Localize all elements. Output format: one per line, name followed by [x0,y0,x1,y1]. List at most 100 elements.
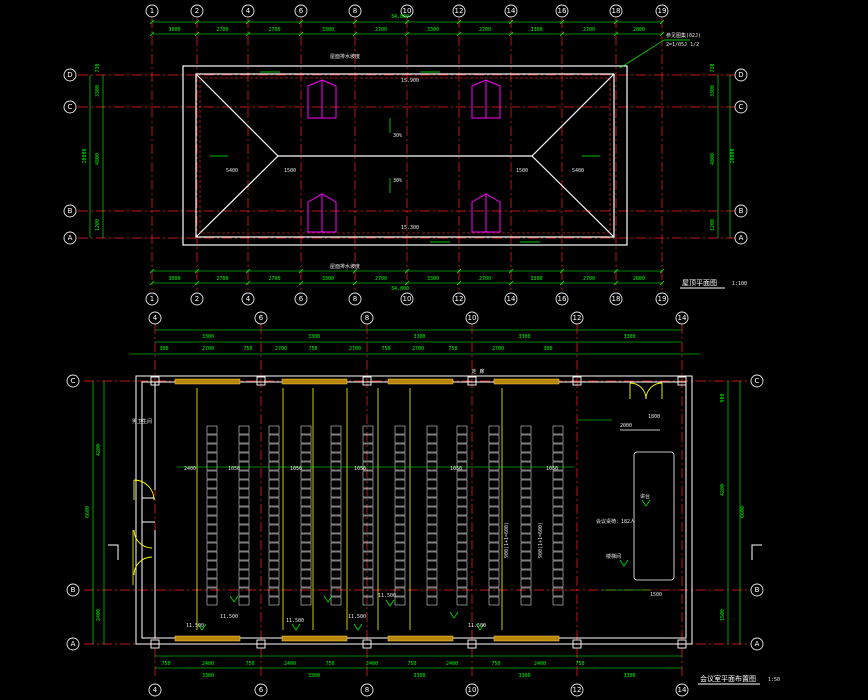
floor-left-seg-2: 2400 [96,609,102,621]
floor-seat [488,515,500,525]
floor-seat [520,569,532,579]
floor-seat [330,542,342,552]
floor-seat [520,434,532,444]
floor-left-total: 6600 [85,506,91,518]
roof-axis-bottom-8-label: 16 [558,295,567,303]
floor-seat [456,488,468,498]
floor-seat [330,470,342,480]
roof-eave-label-top: 屋面排水坡度 [330,53,360,60]
floor-seat [520,524,532,534]
floor-top-sub-6: 750 [381,346,390,352]
floor-seat [456,479,468,489]
roof-axis-top-4-circle [348,4,362,18]
roof-axis-top-8-label: 16 [558,7,567,15]
floor-seat [206,443,218,453]
floor-walls [135,375,693,645]
roof-axis-right-3-circle [734,231,748,245]
floor-seat [300,551,312,561]
floor-seat [268,515,280,525]
roof-top-seg-3: 3300 [322,27,334,33]
roof-detail-callout: 参见图集(02J) [666,32,701,39]
roof-bottom-seg-8: 2700 [583,276,595,282]
floor-seat [488,524,500,534]
floor-seat [520,506,532,516]
floor-seat [206,560,218,570]
roof-axis-top-4: 8 [348,4,362,18]
floor-seat [552,560,564,570]
roof-top-seg-5: 3300 [427,27,439,33]
floor-seat [552,506,564,516]
floor-seat [362,542,374,552]
roof-detail-ref: 2=1/05J 1/2 [666,42,699,48]
floor-axis-right-2-circle [750,637,764,651]
floor-seat [456,587,468,597]
floor-capacity: 会议桌椅：182人 [596,518,635,525]
floor-seat [488,470,500,480]
roof-right-total: 10800 [730,148,736,163]
roof-axis-right-0: D [734,68,748,82]
floor-axis-bottom-4: 12 [570,683,584,697]
floor-seat [426,533,438,543]
floor-seat [268,488,280,498]
roof-axis-bottom-3: 6 [294,292,308,306]
floor-seat [330,443,342,453]
floor-axis-top-3-label: 10 [468,314,477,322]
floor-seat [456,596,468,606]
floor-seat [394,578,406,588]
roof-axis-top-8: 16 [555,4,569,18]
floor-seat [488,533,500,543]
roof-dimension-lines [89,21,731,284]
roof-axis-right-2: B [734,204,748,218]
floor-seat [268,443,280,453]
roof-axis-bottom-4-circle [348,292,362,306]
floor-seat [520,515,532,525]
floor-column [677,639,687,649]
floor-seat [520,461,532,471]
roof-axis-top-3-label: 6 [299,7,304,15]
roof-slope-2: 30% [393,178,402,184]
floor-seat [552,578,564,588]
floor-top-seg-2: 3300 [413,334,425,340]
floor-seat [426,515,438,525]
roof-axis-bottom-5-label: 10 [403,295,412,303]
roof-axis-left-1-label: C [68,103,73,111]
floor-yellow-lines [132,388,503,630]
roof-axis-bottom-1: 2 [190,292,204,306]
roof-axis-top-3-circle [294,4,308,18]
floor-seat [394,596,406,606]
floor-seat [238,497,250,507]
roof-bottom-total: 34,800 [391,286,409,292]
floor-seat [488,542,500,552]
floor-seat [488,488,500,498]
roof-vertical-axis-lines [149,18,665,290]
roof-axis-bottom-2-circle [241,292,255,306]
roof-axis-top-0: 1 [145,4,159,18]
floor-top-seg-3: 3300 [518,334,530,340]
floor-right-seg-2: 4200 [720,484,726,496]
floor-seat [362,497,374,507]
floor-top-sub-3: 2700 [275,346,287,352]
roof-bottom-seg-5: 3300 [427,276,439,282]
floor-bottom-sub-7: 2400 [446,661,458,667]
floor-seat [520,560,532,570]
floor-seat [330,569,342,579]
roof-axis-top-1-circle [190,4,204,18]
floor-top-sub-1: 2700 [202,346,214,352]
floor-doors [133,382,663,576]
floor-seat [394,569,406,579]
floor-section-markers [108,544,762,560]
floor-column [362,376,372,386]
floor-seat [330,488,342,498]
floor-axis-top-5-label: 14 [678,314,687,322]
floor-right-seg-3: 1500 [720,609,726,621]
floor-seat [268,470,280,480]
floor-seat [488,434,500,444]
floor-seat [520,551,532,561]
floor-axis-right-0: C [750,374,764,388]
floor-seat [552,515,564,525]
floor-seat [552,488,564,498]
floor-seat [394,515,406,525]
floor-dim-2000: 2000 [620,423,632,429]
